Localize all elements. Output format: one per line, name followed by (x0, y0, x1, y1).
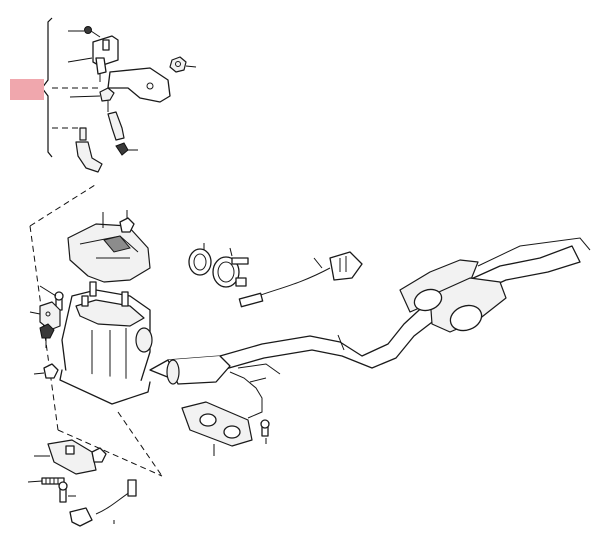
hose-left (75, 127, 103, 173)
catalytic-converter (59, 289, 153, 405)
heat-shield-26 (67, 223, 151, 283)
exhaust-pipe-1 (149, 237, 591, 385)
nut-bracket-6 (91, 447, 107, 463)
clip-22 (99, 87, 115, 112)
nut-12 (39, 323, 55, 339)
lambda-probe-21 (238, 251, 363, 308)
bracket-11 (39, 301, 61, 331)
flange-gasket-4 (181, 401, 253, 447)
group-18-highlight (10, 79, 44, 100)
nut-23 (119, 217, 135, 233)
dashed-guide-top (29, 184, 96, 227)
support-bracket (229, 363, 281, 419)
nut-8 (43, 363, 59, 379)
screw-13 (54, 291, 64, 311)
bracket-6 (47, 439, 97, 475)
lambda-probe-17 (69, 479, 137, 527)
converter-studs (81, 281, 129, 307)
nut-27 (169, 56, 187, 73)
screw-5 (260, 419, 270, 437)
hose-right (107, 111, 125, 141)
screw-19 (84, 26, 101, 38)
clip-24 (115, 142, 129, 156)
screw-7 (58, 481, 68, 503)
group-18-bracket (10, 17, 53, 158)
sensor-holder-bracket (107, 67, 171, 103)
pressure-sensor (92, 35, 119, 82)
clamp-2 (212, 256, 249, 288)
gasket-ring-3 (188, 248, 212, 276)
